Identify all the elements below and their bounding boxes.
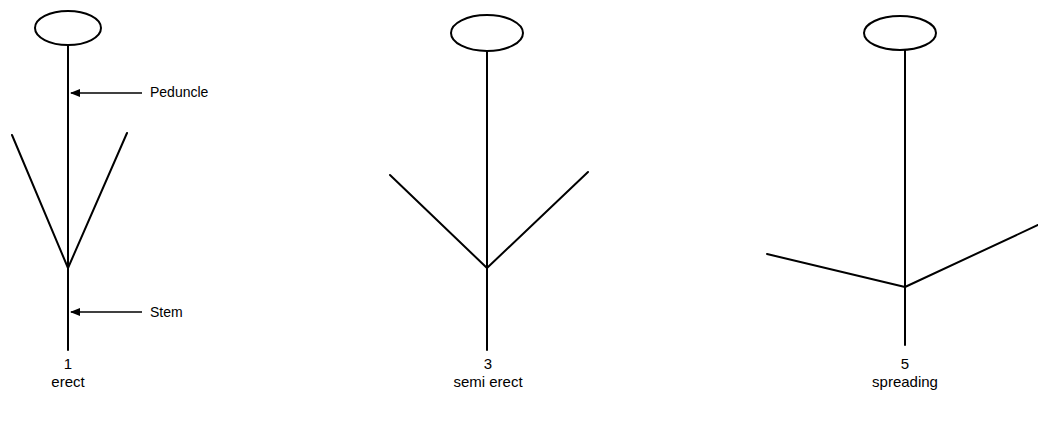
branch-line [905, 225, 1038, 287]
branch-line [487, 172, 588, 268]
part-label: Peduncle [150, 84, 208, 101]
habit-label: erect [51, 373, 84, 391]
head-ellipse [35, 11, 101, 45]
habit-label: semi erect [453, 373, 522, 391]
score-number: 1 [64, 355, 72, 373]
head-ellipse [864, 16, 936, 50]
branch-line [12, 135, 68, 268]
score-number: 3 [484, 355, 492, 373]
leader-arrow [71, 92, 142, 94]
branch-line [390, 175, 487, 268]
part-label: Stem [150, 304, 183, 321]
stem-line [486, 51, 488, 350]
head-ellipse [451, 15, 523, 51]
stem-line [904, 50, 906, 345]
branch-line [68, 133, 127, 268]
leader-arrow [71, 311, 142, 313]
habit-label: spreading [872, 373, 938, 391]
branch-line [767, 254, 905, 287]
score-number: 5 [901, 355, 909, 373]
stem-line [67, 45, 69, 350]
